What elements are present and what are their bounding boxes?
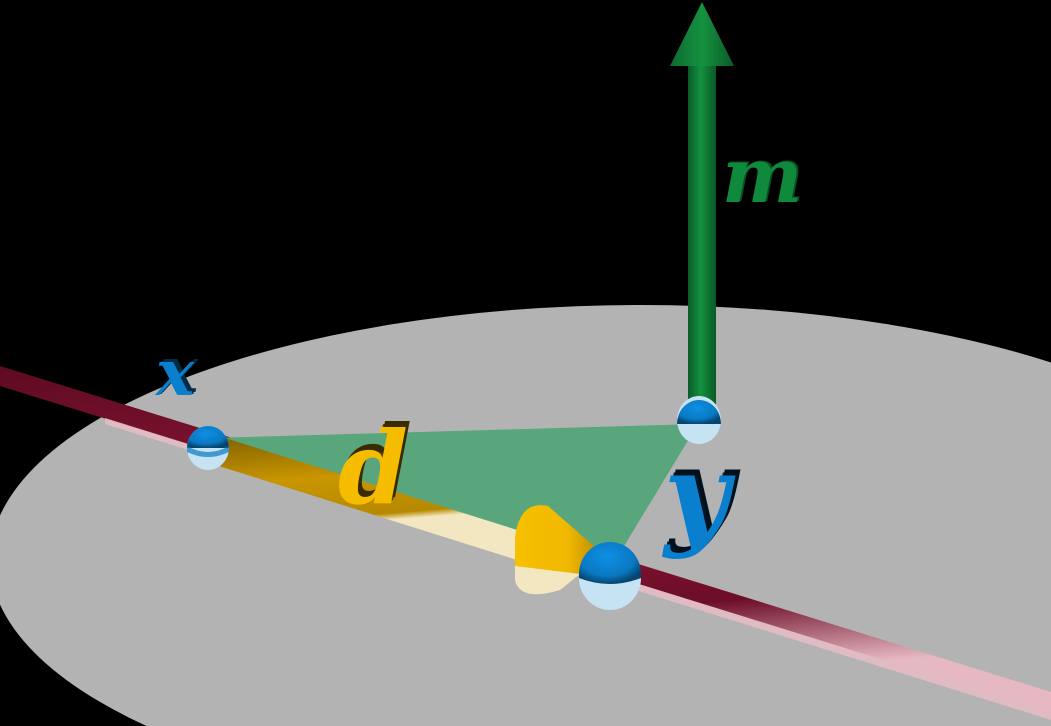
- label-d: d: [338, 409, 408, 527]
- label-y: y: [664, 430, 730, 561]
- vector-m: [670, 2, 734, 416]
- label-x: x: [156, 336, 195, 411]
- point-x: [187, 426, 229, 470]
- point-d-tip: [579, 542, 641, 610]
- point-y: [677, 396, 721, 444]
- label-m: m: [722, 131, 803, 220]
